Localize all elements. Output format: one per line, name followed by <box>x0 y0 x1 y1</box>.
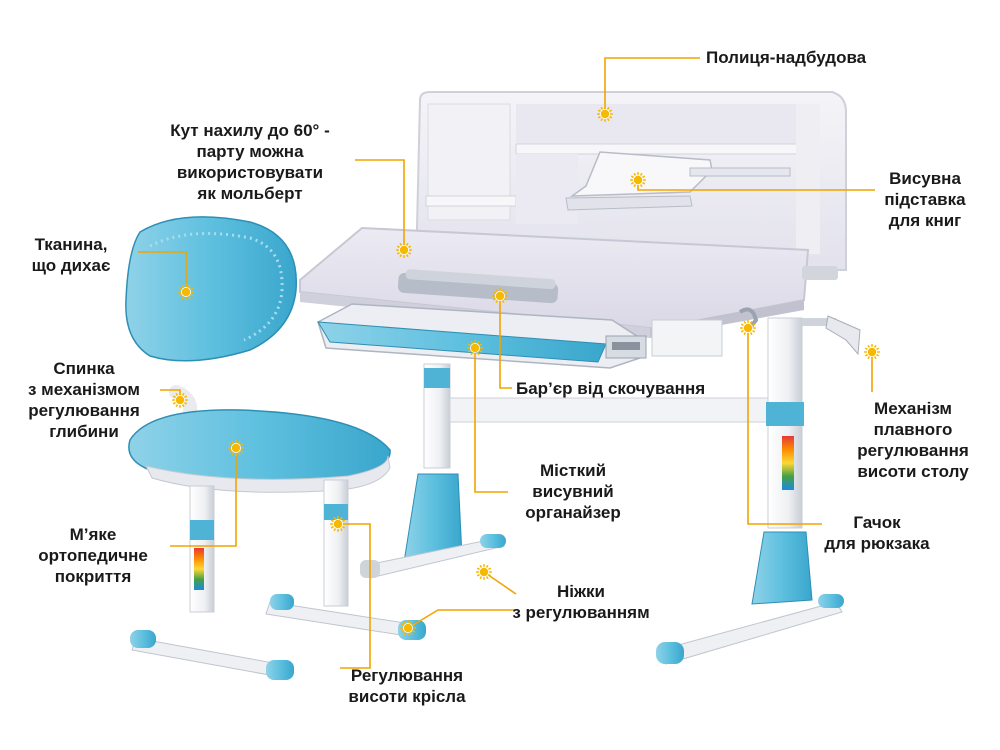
callout-line: висоти столу <box>857 462 969 481</box>
hotspot-seat-icon <box>228 440 244 456</box>
hotspot-shelf-icon <box>597 106 613 122</box>
callout-line: Тканина, <box>34 235 108 254</box>
hotspot-height-icon <box>864 344 880 360</box>
callout-line: покриття <box>54 567 132 586</box>
callout-backrest: Спинка з механізмом регулювання глибини <box>8 358 160 442</box>
callout-tilt-angle: Кут нахилу до 60° - парту можна використ… <box>150 120 350 204</box>
height-crank <box>802 315 861 356</box>
callout-line: Ніжки <box>556 582 605 601</box>
callout-shelf-superstructure: Полиця-надбудова <box>706 47 866 68</box>
callout-line: як мольберт <box>197 184 303 203</box>
chair-posts <box>189 479 349 613</box>
desk-left-leg <box>360 363 506 579</box>
hotspot-organizer-icon <box>467 340 483 356</box>
hotspot-book-stand-icon <box>630 172 646 188</box>
desk-crossbar <box>449 397 769 423</box>
callout-line: Кут нахилу до 60° - <box>170 121 330 140</box>
callout-line: Полиця-надбудова <box>706 48 867 67</box>
callout-book-stand: Висувна підставка для книг <box>872 168 978 231</box>
callout-line: регулювання <box>28 401 140 420</box>
callout-line: Місткий <box>539 461 607 480</box>
callout-chair-height: Регулювання висоти крісла <box>332 665 482 707</box>
callout-line: Спинка <box>53 359 115 378</box>
callout-line: М’яке <box>69 525 117 544</box>
callout-backpack-hook: Гачок для рюкзака <box>812 512 942 554</box>
desk-right-leg <box>656 317 844 665</box>
hotspot-hook-icon <box>740 320 756 336</box>
organizer-drawer <box>317 303 723 369</box>
callout-line: Гачок <box>853 513 901 532</box>
backpack-hook <box>738 307 759 330</box>
callout-line: що дихає <box>31 256 111 275</box>
hotspot-backrest-icon <box>172 392 188 408</box>
callout-adjustable-legs: Ніжки з регулюванням <box>512 581 650 623</box>
callout-line: Механізм <box>874 399 952 418</box>
callout-line: регулювання <box>857 441 969 460</box>
hotspot-fabric-icon <box>178 284 194 300</box>
callout-line: парту можна <box>196 142 304 161</box>
callout-line: Регулювання <box>350 666 464 685</box>
chair-seat <box>128 409 391 493</box>
callout-line: з механізмом <box>28 380 140 399</box>
hotspot-tilt-icon <box>396 242 412 258</box>
callout-line: використовувати <box>176 163 324 182</box>
callout-line: з регулюванням <box>512 603 650 622</box>
callout-line: підставка <box>884 190 966 209</box>
callout-line: глибини <box>49 422 119 441</box>
callout-line: висоти крісла <box>348 687 466 706</box>
hotspot-legs-2-icon <box>400 620 416 636</box>
callout-roll-barrier: Бар’єр від скочування <box>516 378 705 399</box>
callout-line: ортопедичне <box>38 546 148 565</box>
hotspot-chair-height-icon <box>330 516 346 532</box>
hotspot-barrier-icon <box>492 288 508 304</box>
callout-organizer: Місткий висувний органайзер <box>506 460 640 523</box>
callout-height-mechanism: Механізм плавного регулювання висоти сто… <box>830 398 996 482</box>
callout-soft-seat: М’яке ортопедичне покриття <box>16 524 170 587</box>
hotspot-legs-icon <box>476 564 492 580</box>
callout-line: для книг <box>888 211 962 230</box>
callout-line: Бар’єр від скочування <box>516 379 706 398</box>
callout-line: Висувна <box>889 169 961 188</box>
callout-line: плавного <box>873 420 953 439</box>
callout-line: для рюкзака <box>824 534 930 553</box>
callout-line: органайзер <box>525 503 621 522</box>
callout-breathable-fabric: Тканина, що дихає <box>12 234 130 276</box>
callout-line: висувний <box>532 482 614 501</box>
